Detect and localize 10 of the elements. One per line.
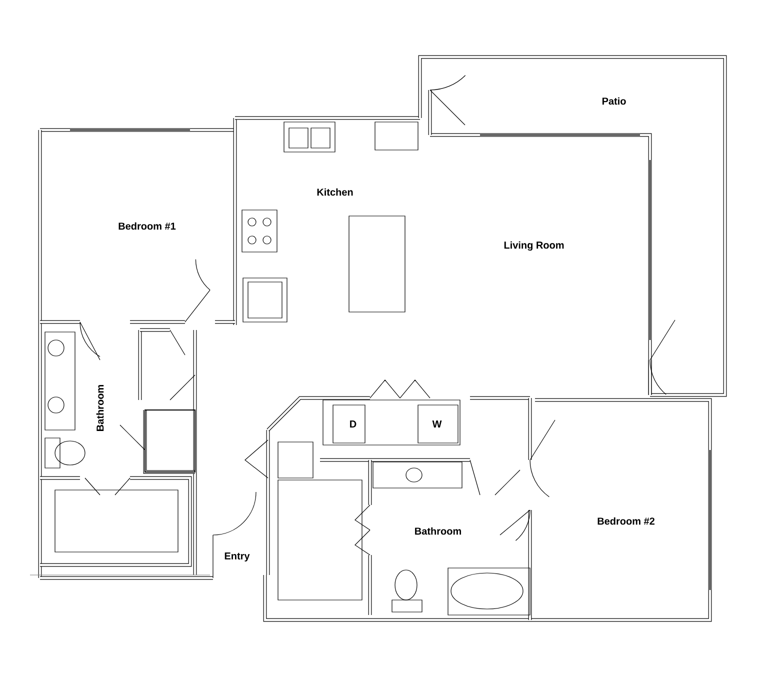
- room-label: Kitchen: [317, 188, 353, 196]
- room-label: Patio: [602, 97, 626, 105]
- room-label: Bathroom: [415, 527, 461, 535]
- room-label: Bedroom #1: [118, 222, 176, 230]
- appliance-label: D: [350, 420, 356, 428]
- room-label: Entry: [224, 552, 250, 562]
- appliance-label: W: [432, 420, 442, 428]
- room-label: Bedroom #2: [598, 517, 654, 525]
- room-label: Bathroom: [96, 385, 104, 431]
- room-label: Living Room: [504, 241, 564, 251]
